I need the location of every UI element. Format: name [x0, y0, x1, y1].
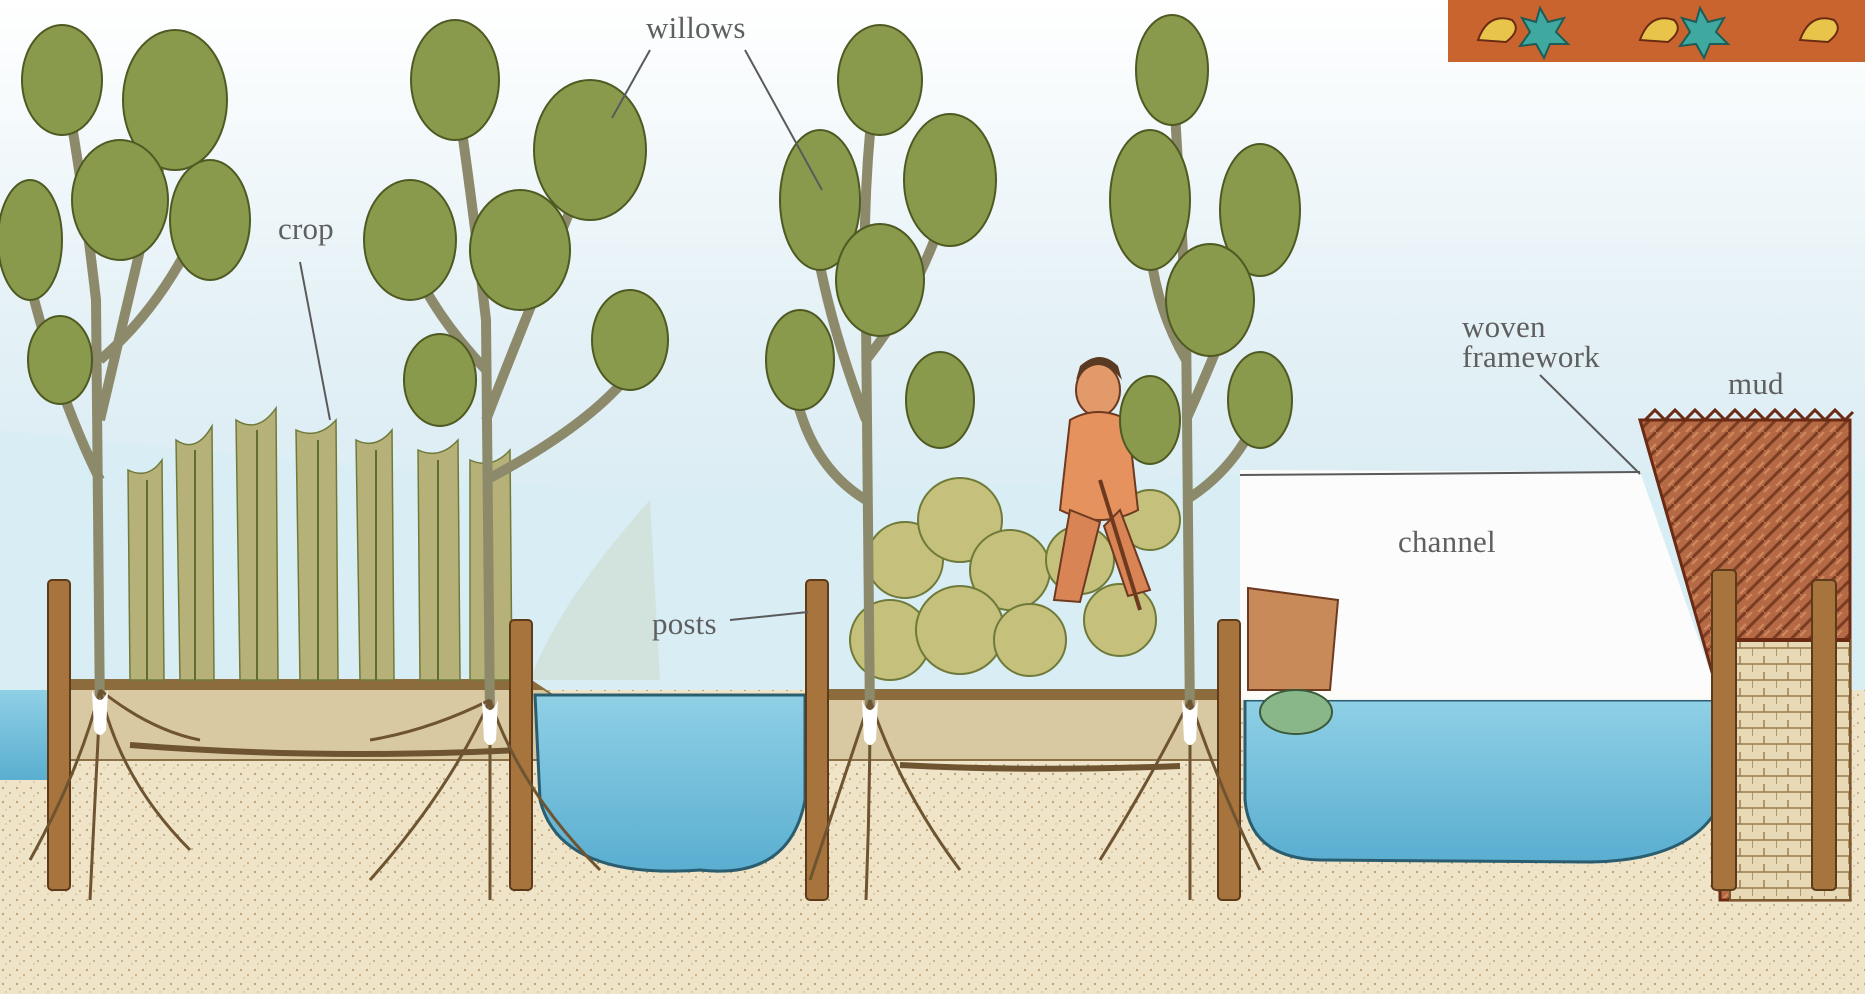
crop-rows [128, 408, 512, 680]
label-woven-framework: woven framework [1462, 312, 1600, 372]
label-willows: willows [646, 12, 746, 43]
label-woven-line-1: woven [1462, 312, 1600, 342]
canoe [1248, 588, 1338, 734]
label-woven-line-2: framework [1462, 342, 1600, 372]
label-posts: posts [652, 608, 717, 639]
decorative-border-band [1448, 0, 1865, 62]
label-channel: channel [1398, 526, 1496, 557]
post [1218, 620, 1240, 900]
post [48, 580, 70, 890]
post [1812, 580, 1836, 890]
water-left [0, 690, 55, 780]
post [806, 580, 828, 900]
label-crop: crop [278, 213, 334, 244]
label-mud: mud [1728, 368, 1784, 399]
post [1712, 570, 1736, 890]
